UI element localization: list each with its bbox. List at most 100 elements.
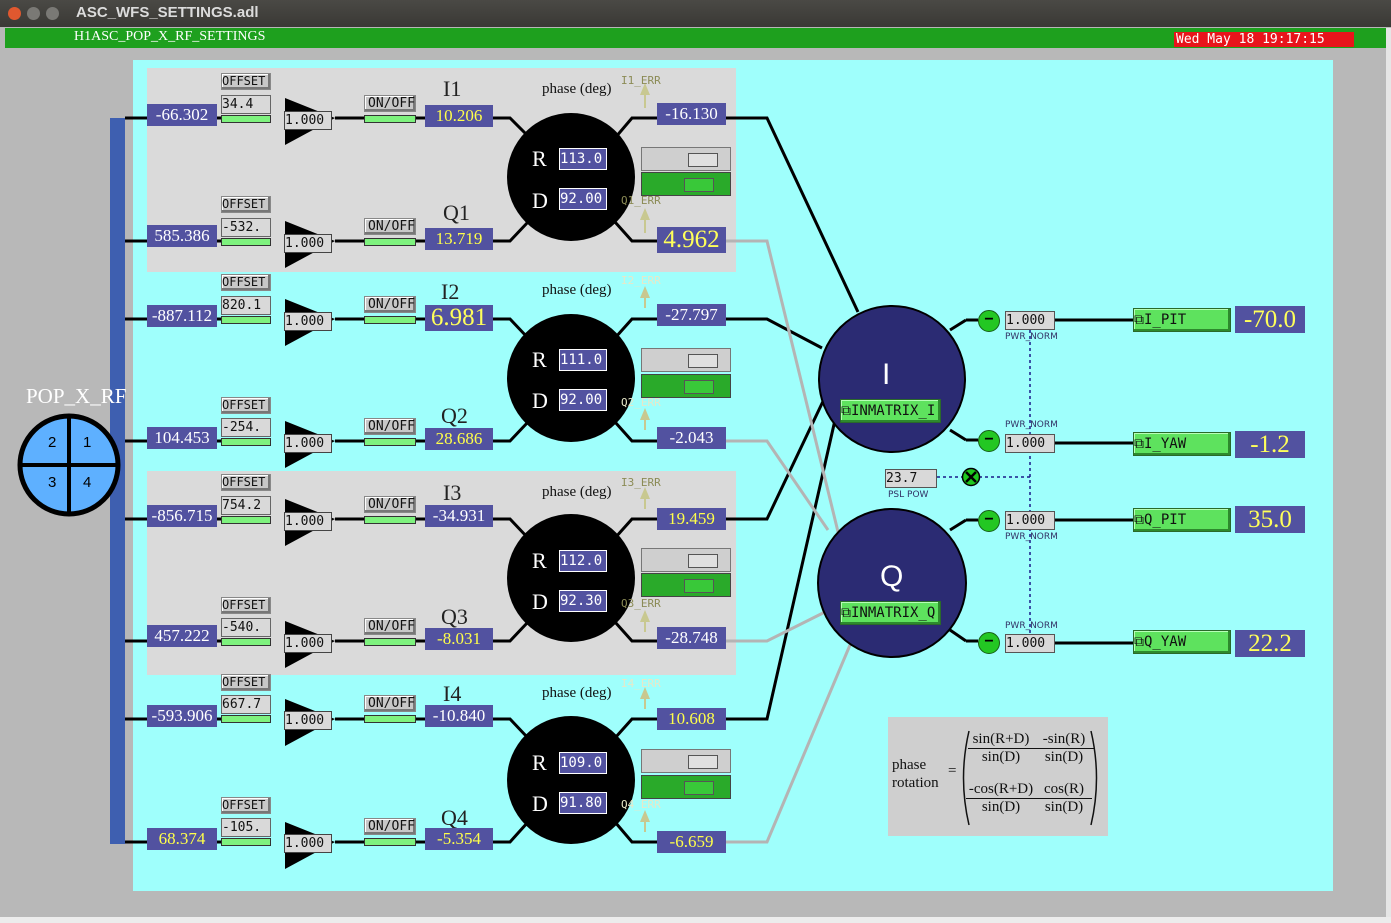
quadrant-3-label: 3 xyxy=(48,474,57,491)
r2-input[interactable]: 111.0 xyxy=(559,349,607,371)
matrix-c: -cos(R+D)sin(D) xyxy=(966,781,1036,816)
r4-input[interactable]: 109.0 xyxy=(559,752,607,774)
q4-gain-input[interactable]: 1.000 xyxy=(284,834,332,853)
i4-offset-input[interactable]: 667.7 xyxy=(221,695,271,714)
r-label-1: R xyxy=(532,146,547,171)
i3-onoff-button[interactable]: ON/OFF xyxy=(364,496,416,513)
q4-offset-button[interactable]: OFFSET xyxy=(221,797,271,814)
q3-offset-indicator xyxy=(221,638,271,646)
q2-input-value: 104.453 xyxy=(147,427,217,449)
slider-knob[interactable] xyxy=(688,354,718,368)
i1-offset-input[interactable]: 34.4 xyxy=(221,95,271,114)
q-pit-gain[interactable]: 1.000 xyxy=(1005,511,1055,530)
q-yaw-button[interactable]: ⧉Q_YAW xyxy=(1133,630,1231,654)
phase-slider-4[interactable] xyxy=(641,749,731,773)
i4-onoff-button[interactable]: ON/OFF xyxy=(364,695,416,712)
r-label-2: R xyxy=(532,347,547,372)
r1-input[interactable]: 113.0 xyxy=(559,148,607,170)
q1-offset-button[interactable]: OFFSET xyxy=(221,196,271,213)
q3-onoff-button[interactable]: ON/OFF xyxy=(364,618,416,635)
slider-knob[interactable] xyxy=(684,781,714,795)
i-yaw-button[interactable]: ⧉I_YAW xyxy=(1133,432,1231,456)
quadrant-1-label: 1 xyxy=(83,434,92,451)
i4-onoff-indicator xyxy=(364,715,416,723)
minimize-window-button[interactable] xyxy=(27,7,40,20)
q1-err-value: 4.962 xyxy=(657,227,726,253)
formula-label-phase: phase xyxy=(892,757,927,773)
d4-input[interactable]: 91.80 xyxy=(559,792,607,814)
quadrant-sensor-icon[interactable] xyxy=(17,413,121,517)
b-denominator: sin(D) xyxy=(1044,749,1084,765)
i4-offset-button[interactable]: OFFSET xyxy=(221,674,271,691)
i1-onoff-button[interactable]: ON/OFF xyxy=(364,95,416,112)
q1-offset-input[interactable]: -532. xyxy=(221,218,271,237)
slider-knob[interactable] xyxy=(688,153,718,167)
i2-err-value: -27.797 xyxy=(657,304,726,326)
slider-knob[interactable] xyxy=(684,178,714,192)
left-paren-icon xyxy=(962,730,970,826)
phase-slider-1b[interactable] xyxy=(641,172,731,196)
i1-offset-button[interactable]: OFFSET xyxy=(221,73,271,90)
i-yaw-gain[interactable]: 1.000 xyxy=(1005,434,1055,453)
q2-err-value: -2.043 xyxy=(657,427,726,449)
slider-knob[interactable] xyxy=(688,554,718,568)
slider-knob[interactable] xyxy=(688,755,718,769)
i1-input-value: -66.302 xyxy=(147,104,217,126)
i2-gain-input[interactable]: 1.000 xyxy=(284,312,332,331)
phase-slider-3b[interactable] xyxy=(641,573,731,597)
d-label-1: D xyxy=(532,188,548,213)
q4-label: Q4 xyxy=(441,805,468,830)
i-pit-gain[interactable]: 1.000 xyxy=(1005,311,1055,330)
i2-onoff-button[interactable]: ON/OFF xyxy=(364,296,416,313)
q3-err-value: -28.748 xyxy=(657,627,726,649)
q4-offset-input[interactable]: -105. xyxy=(221,818,271,837)
slider-knob[interactable] xyxy=(684,579,714,593)
q3-input-value: 457.222 xyxy=(147,625,217,647)
screen-subtitle: H1ASC_POP_X_RF_SETTINGS xyxy=(74,29,266,44)
c-numerator: -cos(R+D) xyxy=(966,781,1036,799)
q2-gain-input[interactable]: 1.000 xyxy=(284,434,332,453)
i2-label: I2 xyxy=(441,279,460,304)
q1-onoff-button[interactable]: ON/OFF xyxy=(364,218,416,235)
i2-offset-button[interactable]: OFFSET xyxy=(221,274,271,291)
q3-gain-input[interactable]: 1.000 xyxy=(284,634,332,653)
i2-offset-input[interactable]: 820.1 xyxy=(221,296,271,315)
q2-offset-button[interactable]: OFFSET xyxy=(221,397,271,414)
i3-offset-input[interactable]: 754.2 xyxy=(221,496,271,515)
q3-offset-input[interactable]: -540. xyxy=(221,618,271,637)
close-window-button[interactable] xyxy=(8,7,21,20)
inmatrix-q-button[interactable]: ⧉INMATRIX_Q xyxy=(840,601,941,625)
q-pit-button[interactable]: ⧉Q_PIT xyxy=(1133,508,1231,532)
r3-input[interactable]: 112.0 xyxy=(559,550,607,572)
d1-input[interactable]: 92.00 xyxy=(559,188,607,210)
phase-slider-2b[interactable] xyxy=(641,374,731,398)
maximize-window-button[interactable] xyxy=(46,7,59,20)
i1-gain-input[interactable]: 1.000 xyxy=(284,111,332,130)
i3-gain-input[interactable]: 1.000 xyxy=(284,512,332,531)
i4-gain-input[interactable]: 1.000 xyxy=(284,711,332,730)
i-pit-label: I_PIT xyxy=(1144,312,1187,328)
phase-slider-2[interactable] xyxy=(641,348,731,372)
q2-onoff-button[interactable]: ON/OFF xyxy=(364,418,416,435)
i-pit-value: -70.0 xyxy=(1235,306,1305,333)
slider-knob[interactable] xyxy=(684,380,714,394)
i-pit-button[interactable]: ⧉I_PIT xyxy=(1133,308,1231,332)
q-yaw-label: Q_YAW xyxy=(1144,634,1187,650)
i2-err-label: I2_ERR xyxy=(621,274,661,287)
a-numerator: sin(R+D) xyxy=(968,731,1034,749)
d2-input[interactable]: 92.00 xyxy=(559,389,607,411)
phase-slider-3[interactable] xyxy=(641,548,731,572)
inmatrix-i-button[interactable]: ⧉INMATRIX_I xyxy=(840,399,941,423)
d3-input[interactable]: 92.30 xyxy=(559,590,607,612)
q4-onoff-button[interactable]: ON/OFF xyxy=(364,818,416,835)
q-yaw-gain[interactable]: 1.000 xyxy=(1005,634,1055,653)
i3-offset-button[interactable]: OFFSET xyxy=(221,474,271,491)
phase-slider-1[interactable] xyxy=(641,147,731,171)
q3-offset-button[interactable]: OFFSET xyxy=(221,597,271,614)
i4-err-value: 10.608 xyxy=(657,708,726,730)
phase-slider-4b[interactable] xyxy=(641,775,731,799)
i2-onoff-indicator xyxy=(364,316,416,324)
q2-err-label: Q2_ERR xyxy=(621,396,661,409)
q1-gain-input[interactable]: 1.000 xyxy=(284,234,332,253)
q2-offset-input[interactable]: -254. xyxy=(221,418,271,437)
